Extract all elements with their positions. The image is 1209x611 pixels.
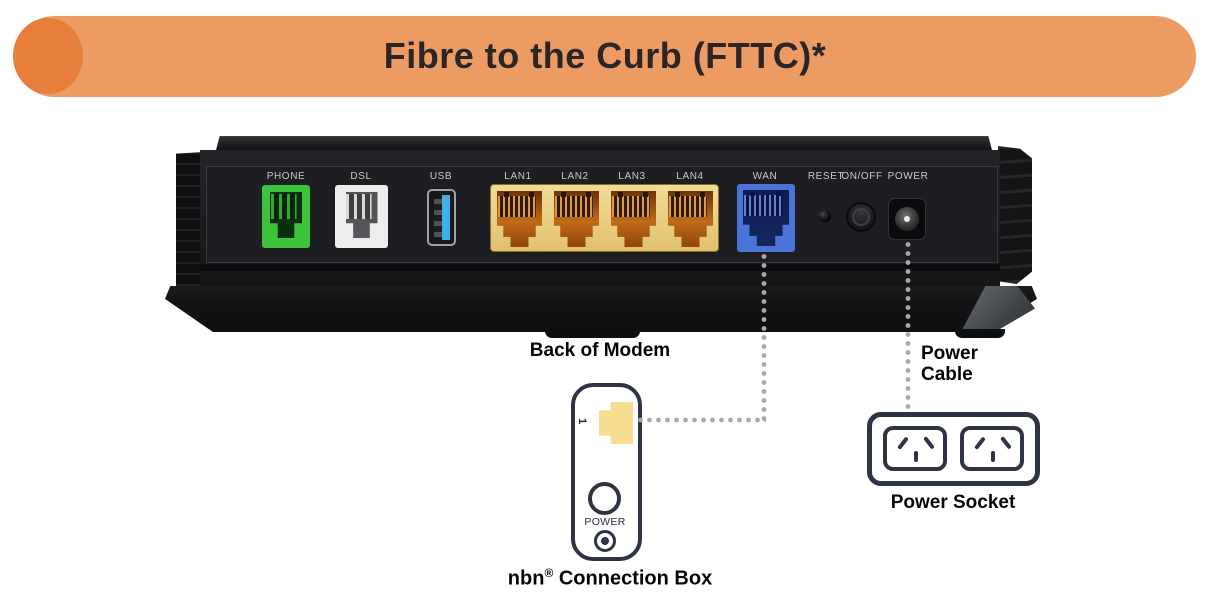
lan3-port (611, 191, 656, 247)
modem-left-fin (176, 152, 204, 314)
connection-box-power-jack (594, 530, 616, 552)
wan-port (737, 184, 795, 252)
power-socket (867, 412, 1040, 486)
outlet-pin-slot-right (923, 436, 935, 450)
usb-blue-tongue (442, 195, 450, 240)
lan2-port (554, 191, 599, 247)
connection-box-caption-rest: Connection Box (553, 567, 713, 590)
usb-contacts (434, 199, 442, 237)
power-cable-caption: Power Cable (921, 343, 979, 386)
power-barrel-jack (888, 198, 926, 240)
banner-accent-circle (13, 18, 83, 94)
power-cable-dotted-line (905, 240, 911, 410)
usb-port-label: USB (429, 171, 453, 182)
power-outlet-left (883, 426, 947, 471)
page-title: Fibre to the Curb (FTTC)* (383, 34, 827, 76)
connection-box-button-circle (588, 482, 621, 515)
modem-top-edge (215, 136, 993, 154)
connection-box-port-number: 1 (576, 417, 588, 425)
modem-foot (955, 329, 1005, 338)
dsl-port (335, 185, 388, 248)
registered-mark: ® (544, 566, 554, 580)
phone-port (262, 185, 310, 248)
on-off-label: ON/OFF (841, 171, 883, 182)
dsl-port-label: DSL (350, 171, 372, 182)
phone-port-label: PHONE (266, 171, 306, 182)
modem-base (165, 286, 1037, 332)
nbn-brand: nbn (507, 567, 545, 590)
wan-port-label: WAN (752, 171, 778, 182)
modem-groove (200, 264, 1000, 271)
ethernet-cable-dotted-line-horizontal (636, 417, 766, 423)
lan4-port (668, 191, 713, 247)
usb-port (427, 189, 456, 246)
power-socket-caption: Power Socket (890, 492, 1016, 513)
outlet-earth-slot (991, 451, 995, 462)
back-of-modem-caption: Back of Modem (529, 340, 671, 361)
power-outlet-right (960, 426, 1024, 471)
lan1-port-label: LAN1 (504, 171, 532, 182)
lan1-port (497, 191, 542, 247)
modem-back-panel-image: PHONE DSL USB LAN1 LAN2 LAN3 LAN4 WAN RE… (165, 136, 1037, 341)
lan-port-block (490, 184, 719, 252)
modem-right-fin (998, 146, 1032, 284)
connection-box-caption: nbn® Connection Box (508, 566, 712, 591)
outlet-pin-slot-left (974, 436, 986, 450)
ethernet-cable-dotted-line-vertical (761, 252, 767, 422)
power-label: POWER (887, 171, 929, 182)
modem-foot (545, 329, 640, 338)
lan3-port-label: LAN3 (618, 171, 646, 182)
outlet-pin-slot-right (1000, 436, 1012, 450)
outlet-earth-slot (914, 451, 918, 462)
header-banner: Fibre to the Curb (FTTC)* (14, 16, 1196, 97)
wan-jack-opening (743, 190, 789, 246)
lan4-port-label: LAN4 (676, 171, 704, 182)
on-off-button (846, 202, 876, 232)
reset-label: RESET (807, 171, 845, 182)
connection-box-power-label: POWER (584, 516, 626, 528)
dsl-jack-opening (345, 192, 378, 238)
outlet-pin-slot-left (897, 436, 909, 450)
lan2-port-label: LAN2 (561, 171, 589, 182)
phone-jack-opening (270, 192, 302, 238)
reset-pinhole (819, 210, 831, 222)
